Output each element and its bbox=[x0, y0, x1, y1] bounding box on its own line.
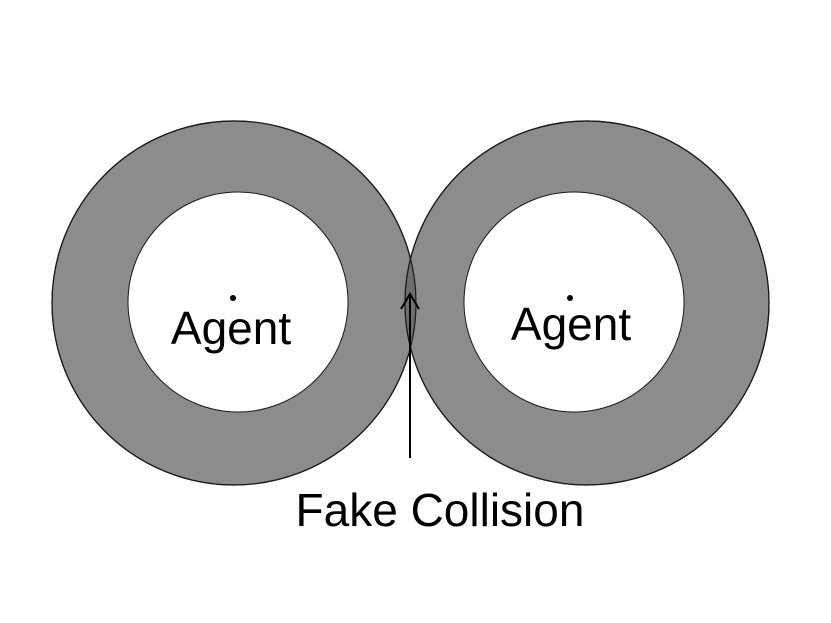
collision-arrow-head bbox=[400, 292, 420, 310]
agent-left-center-dot bbox=[230, 295, 236, 301]
agent-left-body bbox=[127, 191, 349, 413]
agent-right-body bbox=[463, 191, 685, 413]
agent-right-label: Agent bbox=[511, 298, 631, 350]
collision-label: Fake Collision bbox=[296, 484, 585, 536]
collision-arrow bbox=[400, 292, 420, 458]
agent-right-center-dot bbox=[567, 295, 573, 301]
agent-left-label: Agent bbox=[171, 302, 291, 354]
